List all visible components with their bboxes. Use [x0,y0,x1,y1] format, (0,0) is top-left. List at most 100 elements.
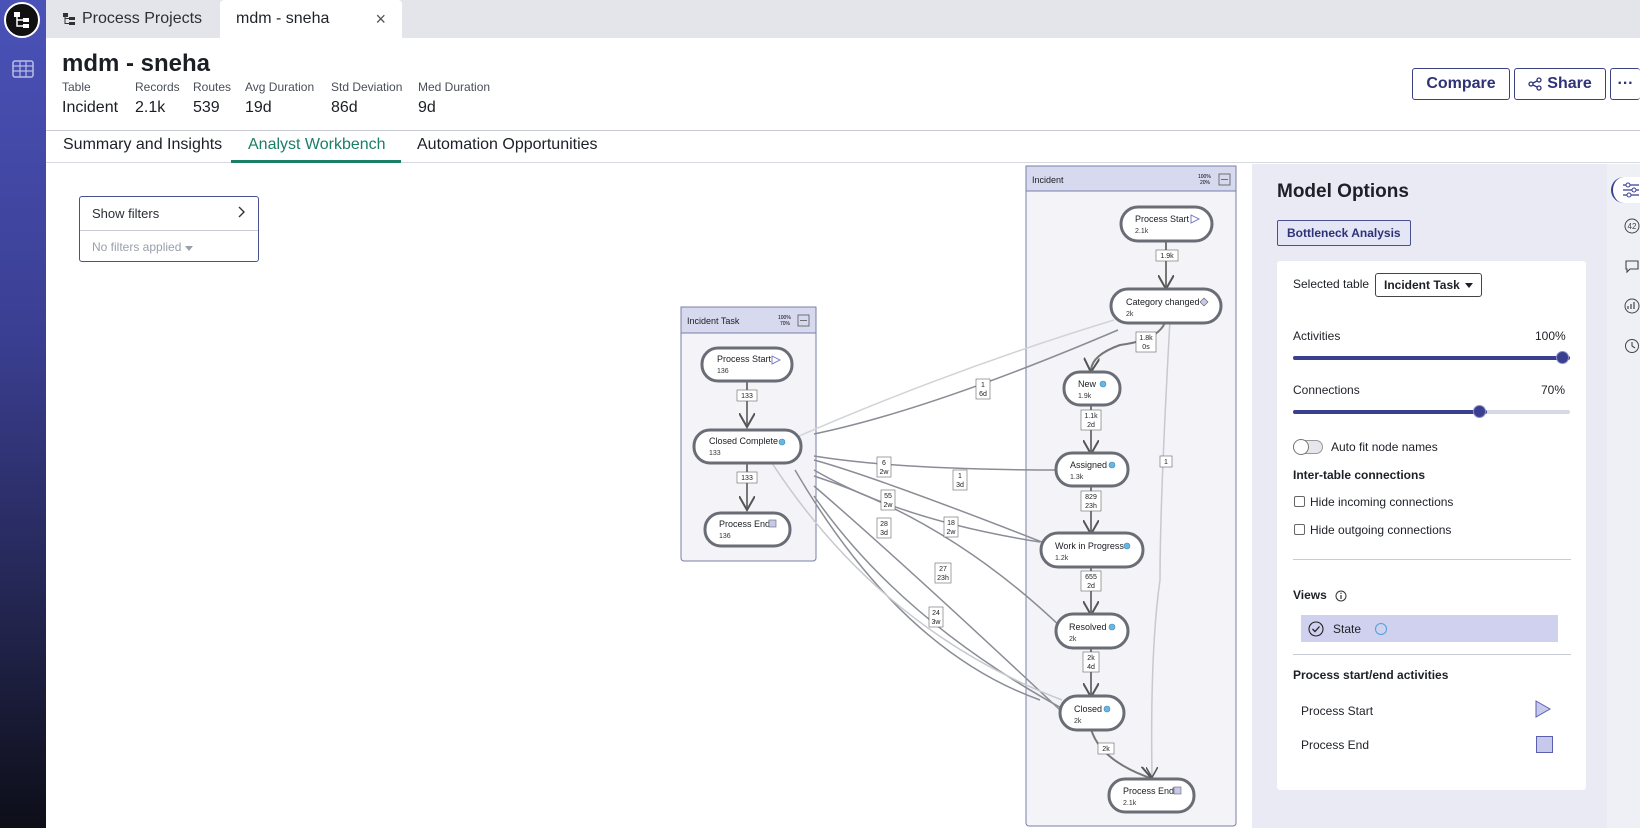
node-process-start[interactable]: Process Start 2.1k [1119,205,1214,243]
state-icon [1375,622,1388,635]
play-triangle-icon [771,355,782,365]
header-divider [46,130,1640,131]
node-category-changed[interactable]: Category changed 2k [1109,287,1223,325]
end-square-icon[interactable] [1536,736,1553,753]
node-assigned[interactable]: Assigned 1.3k [1054,451,1130,488]
incident-pct-top: 100% [1198,174,1211,180]
svg-text:1.9k: 1.9k [1160,253,1174,260]
hide-outgoing-checkbox[interactable] [1294,524,1305,535]
info-icon[interactable] [1335,589,1347,607]
play-triangle-icon[interactable] [1535,700,1552,723]
toggle-knob [1293,439,1309,455]
svg-text:2.1k: 2.1k [1135,228,1149,235]
node-work-in-progress[interactable]: Work in Progress 1.2k [1039,531,1145,569]
start-end-heading: Process start/end activities [1293,668,1449,682]
svg-text:24: 24 [932,610,940,617]
state-icon [778,438,786,446]
show-filters-label: Show filters [92,206,160,221]
selected-table-label: Selected table [1293,277,1370,291]
views-heading: Views [1293,588,1327,602]
tab-automation-opportunities[interactable]: Automation Opportunities [417,136,598,153]
number-icon[interactable]: 42 [1624,218,1640,239]
selected-table-select[interactable]: Incident Task [1375,273,1482,297]
more-button[interactable]: ··· [1610,68,1640,100]
process-map[interactable]: Incident Task 100% 70% Incident 100% 20%… [600,164,1250,828]
svg-text:Closed Complete: Closed Complete [709,436,778,446]
svg-text:1.2k: 1.2k [1055,555,1069,562]
node-closed[interactable]: Closed 2k [1058,694,1126,732]
tab-analyst-workbench[interactable]: Analyst Workbench [248,136,386,153]
state-icon [1123,542,1131,550]
tab-summary-insights[interactable]: Summary and Insights [63,136,223,153]
view-state-row[interactable]: State [1301,615,1558,642]
svg-text:136: 136 [717,368,729,375]
options-card [1277,261,1586,790]
incident-task-edge-labels: 133 133 [736,389,758,484]
comment-icon[interactable] [1624,258,1640,279]
sliders-icon[interactable] [1611,177,1640,203]
svg-text:1: 1 [981,382,985,389]
no-filters-dropdown[interactable]: No filters applied [80,231,258,262]
panel-title: Model Options [1277,181,1409,202]
svg-text:Process Start: Process Start [1135,214,1190,224]
collapse-icon [1218,173,1231,186]
connections-slider-handle[interactable] [1473,405,1486,418]
node-task-closed-complete[interactable]: Closed Complete 133 [692,428,803,465]
share-icon [1528,77,1542,91]
svg-text:28: 28 [880,521,888,528]
connections-slider-track[interactable] [1293,410,1570,414]
selected-table-value: Incident Task [1384,278,1460,292]
svg-text:Process End: Process End [1123,786,1174,796]
node-task-process-end[interactable]: Process End 136 [703,511,792,548]
tree-logo-icon[interactable] [4,2,40,38]
svg-text:829: 829 [1085,494,1097,501]
node-new[interactable]: New 1.9k [1062,370,1122,407]
history-icon[interactable] [1624,338,1640,359]
node-task-process-start[interactable]: Process Start 136 [700,346,794,383]
filters-box[interactable]: Show filters No filters applied [79,196,259,262]
svg-text:Resolved: Resolved [1069,622,1107,632]
svg-text:6d: 6d [979,391,987,398]
node-resolved[interactable]: Resolved 2k [1054,612,1130,650]
svg-text:Process End: Process End [719,519,770,529]
incident-task-title: Incident Task [687,316,740,326]
tab-label: mdm - sneha [236,10,330,27]
hide-incoming-checkbox[interactable] [1294,496,1305,507]
play-triangle-icon [1190,214,1201,224]
svg-text:2k: 2k [1074,718,1082,725]
auto-fit-label: Auto fit node names [1331,440,1438,454]
divider [1293,559,1571,560]
table-grid-icon[interactable] [12,60,34,78]
left-rail [0,0,46,828]
chart-icon[interactable] [1624,298,1640,319]
svg-text:2w: 2w [947,529,957,536]
svg-text:2k: 2k [1069,636,1077,643]
show-filters-button[interactable]: Show filters [80,197,258,231]
tab-process-projects[interactable]: Process Projects [52,0,212,38]
tab-label: Process Projects [82,10,203,27]
compare-button[interactable]: Compare [1412,68,1510,100]
bottleneck-analysis-button[interactable]: Bottleneck Analysis [1277,220,1411,246]
svg-text:New: New [1078,379,1097,389]
close-icon[interactable]: × [375,8,386,29]
share-button[interactable]: Share [1514,68,1606,100]
auto-fit-toggle[interactable] [1293,439,1323,455]
process-start-label: Process Start [1301,704,1374,718]
state-icon [1108,461,1116,469]
svg-text:2k: 2k [1102,746,1110,753]
svg-text:2d: 2d [1087,583,1095,590]
svg-text:1.9k: 1.9k [1078,393,1092,400]
tab-mdm-sneha[interactable]: mdm - sneha × [220,0,402,38]
node-process-end[interactable]: Process End 2.1k [1107,777,1196,814]
inter-table-heading: Inter-table connections [1293,468,1426,482]
svg-text:3d: 3d [880,530,888,537]
state-icon [1103,705,1111,713]
activities-slider-track[interactable] [1293,356,1570,360]
svg-text:2.1k: 2.1k [1123,800,1137,807]
state-icon [1099,380,1107,388]
activities-slider-handle[interactable] [1556,351,1569,364]
end-square-icon [1173,786,1182,795]
